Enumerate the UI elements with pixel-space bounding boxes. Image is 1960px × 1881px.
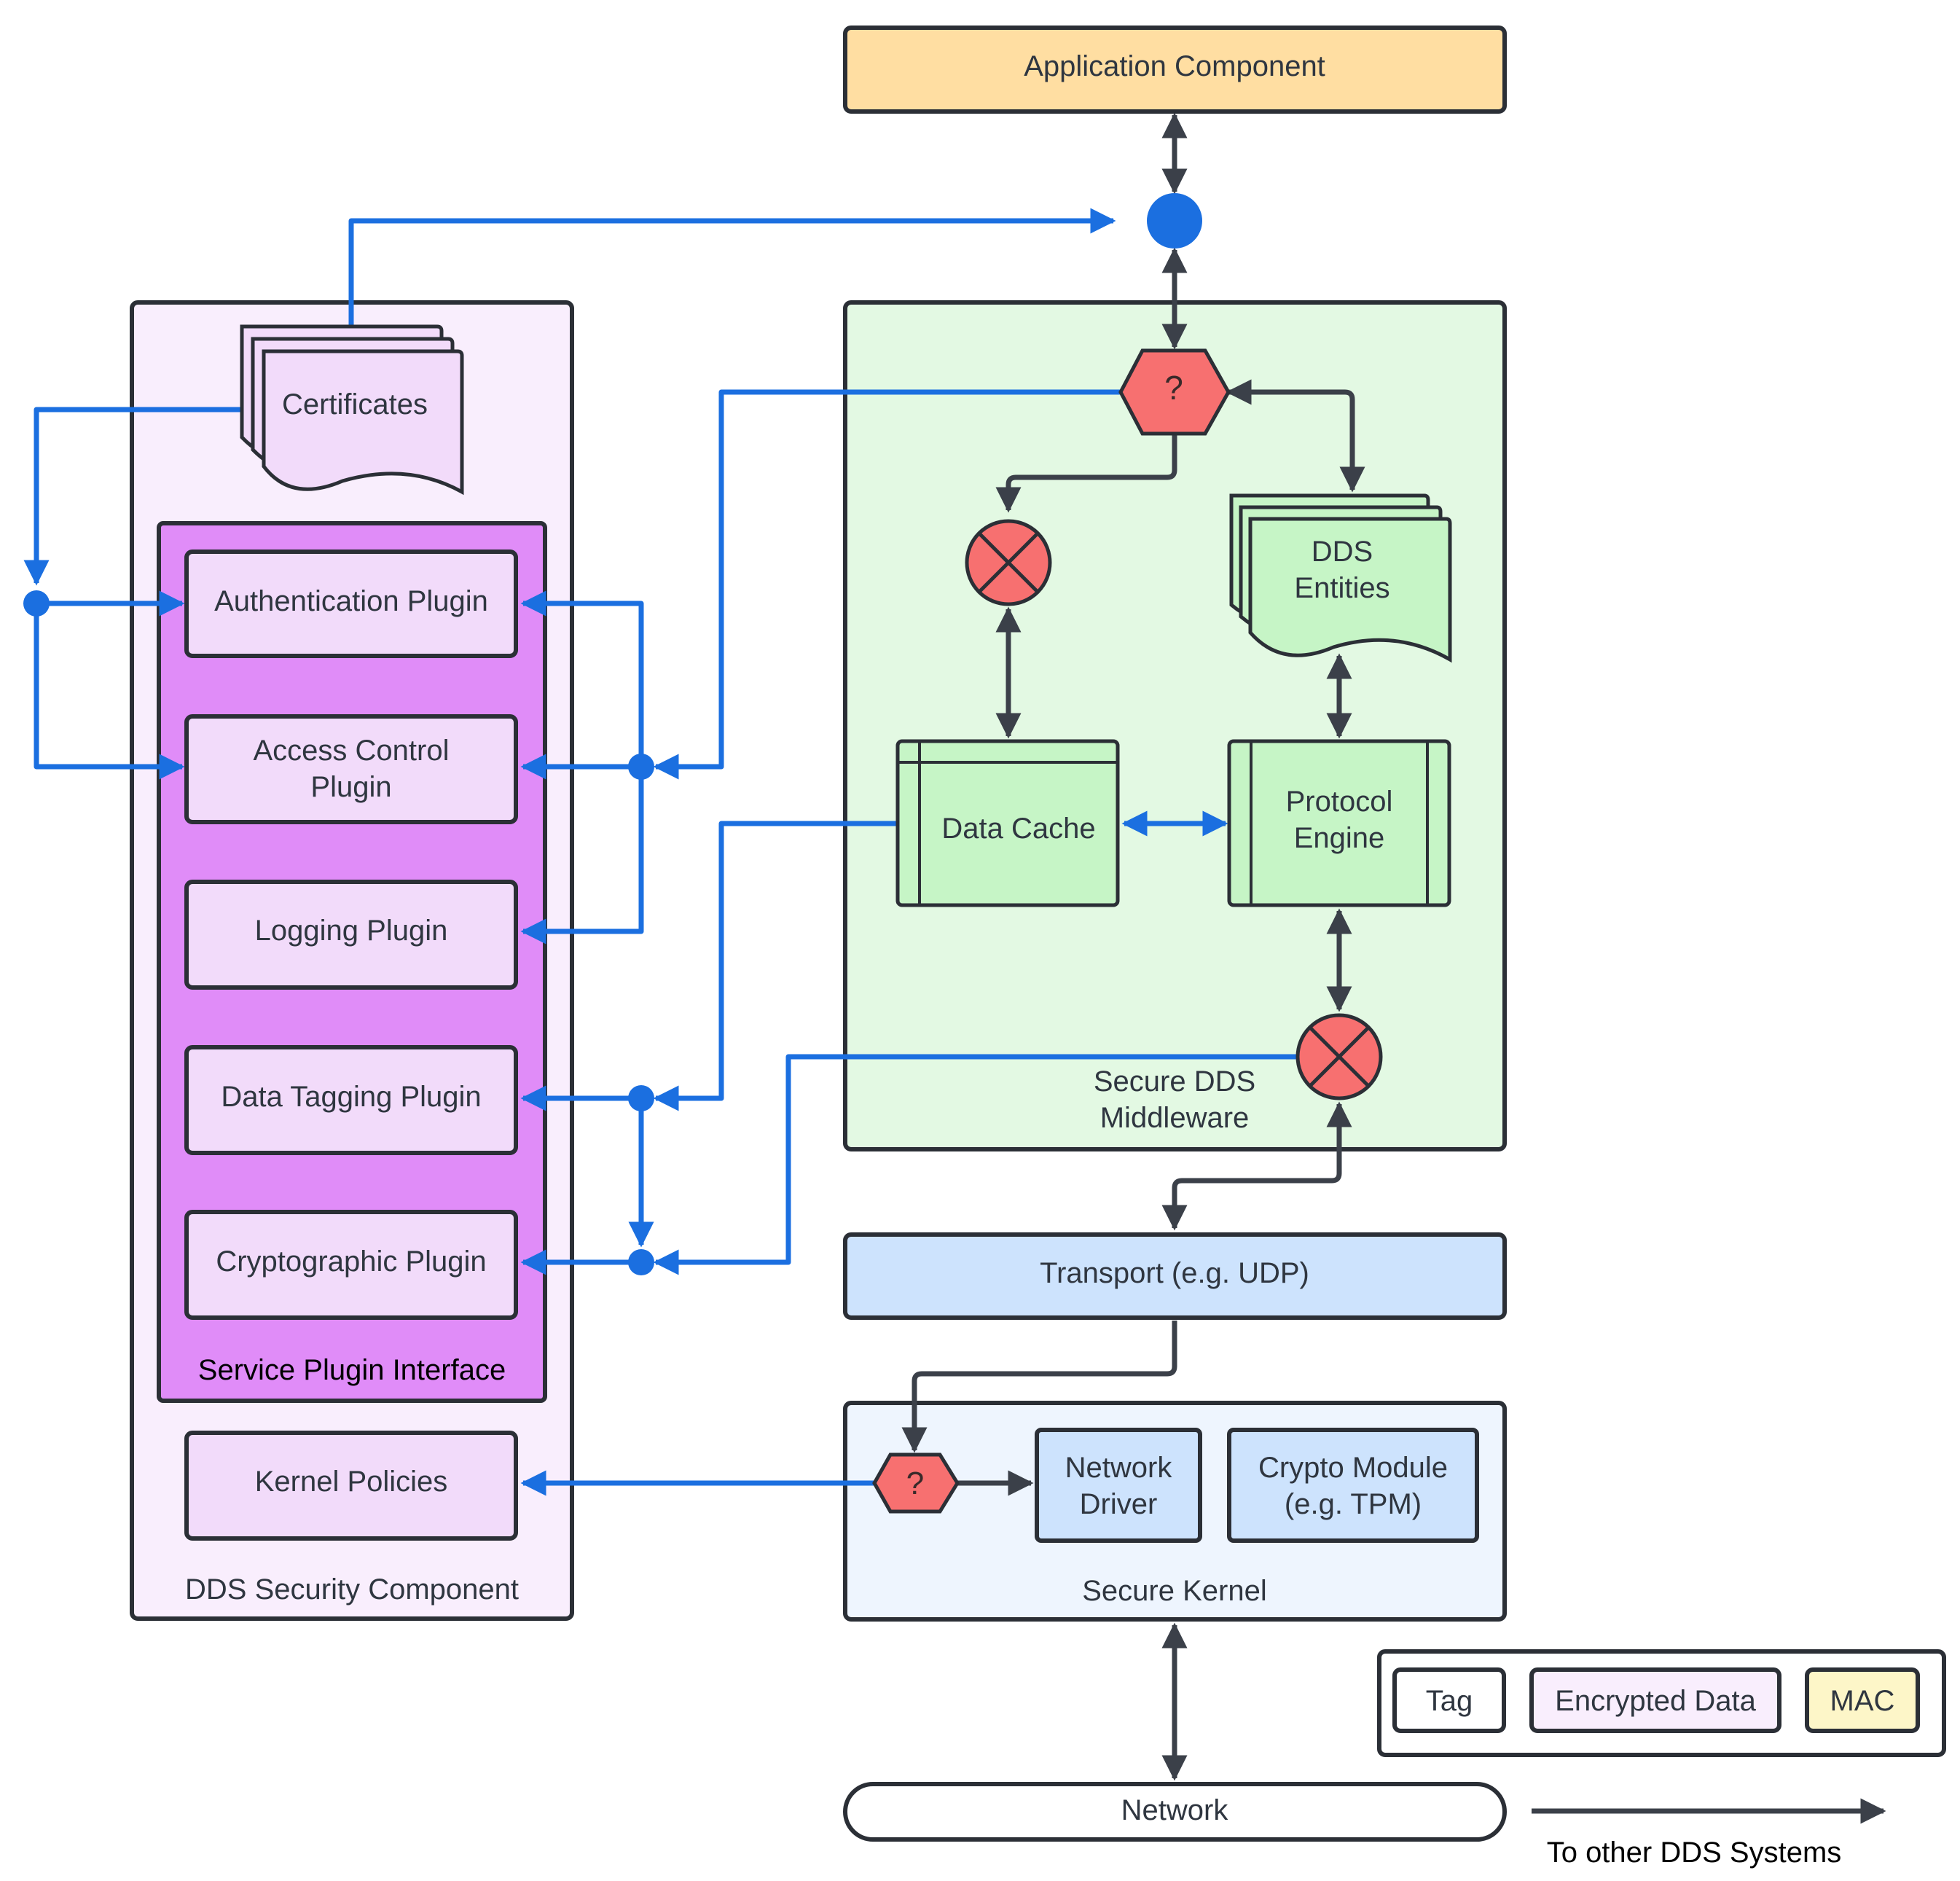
protocol-engine-label-line1: Protocol [1286, 786, 1393, 818]
dds-entities-document-stack[interactable]: DDS Entities [1229, 493, 1452, 663]
application-component-label: Application Component [1024, 50, 1325, 82]
connector-data-cache-to-tagging-bus [653, 821, 898, 1111]
middleware-caption-line1: Secure DDS [1094, 1065, 1255, 1098]
middleware-caption-line2: Middleware [1100, 1102, 1250, 1134]
plugin-authentication-label: Authentication Plugin [214, 585, 488, 617]
tagging-bus-junction-dot [628, 1085, 654, 1111]
connector-decision-dds-entities [1226, 379, 1365, 493]
crypto-module[interactable]: Crypto Module (e.g. TPM) [1227, 1428, 1479, 1543]
legend-mac-label: MAC [1830, 1685, 1895, 1717]
connector-plugin-bus-to-authentication [520, 590, 644, 767]
connector-plugin-bus-to-logging [520, 767, 644, 945]
plugin-cryptographic[interactable]: Cryptographic Plugin [184, 1210, 518, 1320]
plugin-cryptographic-label: Cryptographic Plugin [216, 1245, 486, 1278]
connector-crypto-gate-transport [1161, 1101, 1352, 1231]
plugin-data-tagging[interactable]: Data Tagging Plugin [184, 1045, 518, 1155]
plugin-authentication[interactable]: Authentication Plugin [184, 550, 518, 658]
transport-encryption-gate[interactable] [1295, 1013, 1383, 1100]
crypto-module-label-line2: (e.g. TPM) [1285, 1488, 1422, 1520]
application-component[interactable]: Application Component [843, 26, 1507, 114]
connector-left-bus-to-access-control [34, 603, 185, 780]
service-plugin-interface-caption: Service Plugin Interface [198, 1354, 506, 1386]
network[interactable]: Network [843, 1782, 1507, 1842]
dds-entities-label-line1: DDS [1312, 536, 1373, 568]
connector-certificates-to-left-bus [23, 407, 240, 586]
secure-kernel-caption: Secure Kernel [1082, 1575, 1266, 1607]
connector-decision-to-cache-gate [995, 434, 1177, 513]
network-driver-label-line2: Driver [1080, 1488, 1158, 1520]
data-cache-label: Data Cache [941, 813, 1095, 845]
plugin-access-control-label-line2: Plugin [310, 771, 391, 803]
network-label: Network [1121, 1794, 1229, 1826]
dds-security-component-caption: DDS Security Component [185, 1573, 519, 1606]
network-driver[interactable]: Network Driver [1035, 1428, 1202, 1543]
transport-label: Transport (e.g. UDP) [1040, 1257, 1309, 1289]
connector-certificates-to-junction [348, 208, 1116, 326]
plugin-data-tagging-label: Data Tagging Plugin [221, 1081, 481, 1113]
data-cache-encryption-gate[interactable] [965, 519, 1052, 606]
kernel-policies-label: Kernel Policies [255, 1466, 448, 1498]
dds-entities-label-line2: Entities [1294, 572, 1389, 604]
crypto-module-label-line1: Crypto Module [1258, 1452, 1448, 1484]
legend-item-mac: MAC [1805, 1667, 1920, 1733]
certificates-label: Certificates [282, 388, 428, 421]
plugin-access-control[interactable]: Access Control Plugin [184, 714, 518, 824]
legend-item-tag: Tag [1392, 1667, 1506, 1733]
legend-encrypted-data-label: Encrypted Data [1555, 1685, 1756, 1717]
middleware-decision-node[interactable]: ? [1118, 348, 1231, 436]
legend: Tag Encrypted Data MAC [1377, 1649, 1946, 1757]
transport-layer[interactable]: Transport (e.g. UDP) [843, 1232, 1507, 1320]
kernel-decision-node[interactable]: ? [872, 1452, 960, 1514]
plugin-logging-label: Logging Plugin [255, 915, 448, 947]
plugin-access-control-label-line1: Access Control [254, 735, 450, 767]
kernel-decision-symbol: ? [906, 1466, 924, 1501]
connector-transport-to-kernel-decision [901, 1321, 1177, 1453]
protocol-engine-label-line2: Engine [1294, 822, 1385, 854]
middleware-decision-symbol: ? [1164, 369, 1183, 407]
kernel-policies[interactable]: Kernel Policies [184, 1431, 518, 1541]
legend-item-encrypted-data: Encrypted Data [1529, 1667, 1781, 1733]
plugin-bus-junction-dot [628, 754, 654, 780]
connector-crypto-gate-to-crypto-bus [653, 1054, 1298, 1275]
to-other-dds-systems-label: To other DDS Systems [1547, 1837, 1842, 1869]
protocol-engine[interactable]: Protocol Engine [1227, 739, 1451, 907]
data-cache[interactable]: Data Cache [895, 739, 1120, 907]
connector-decision-to-plugin-bus [653, 389, 1122, 780]
plugin-logging[interactable]: Logging Plugin [184, 880, 518, 990]
certificates-document-stack[interactable]: Certificates [240, 324, 464, 496]
legend-tag-label: Tag [1426, 1685, 1473, 1717]
left-bus-junction-dot [23, 590, 50, 617]
crypto-bus-junction-dot [628, 1249, 654, 1275]
top-junction-dot [1147, 193, 1202, 249]
network-driver-label-line1: Network [1065, 1452, 1173, 1484]
